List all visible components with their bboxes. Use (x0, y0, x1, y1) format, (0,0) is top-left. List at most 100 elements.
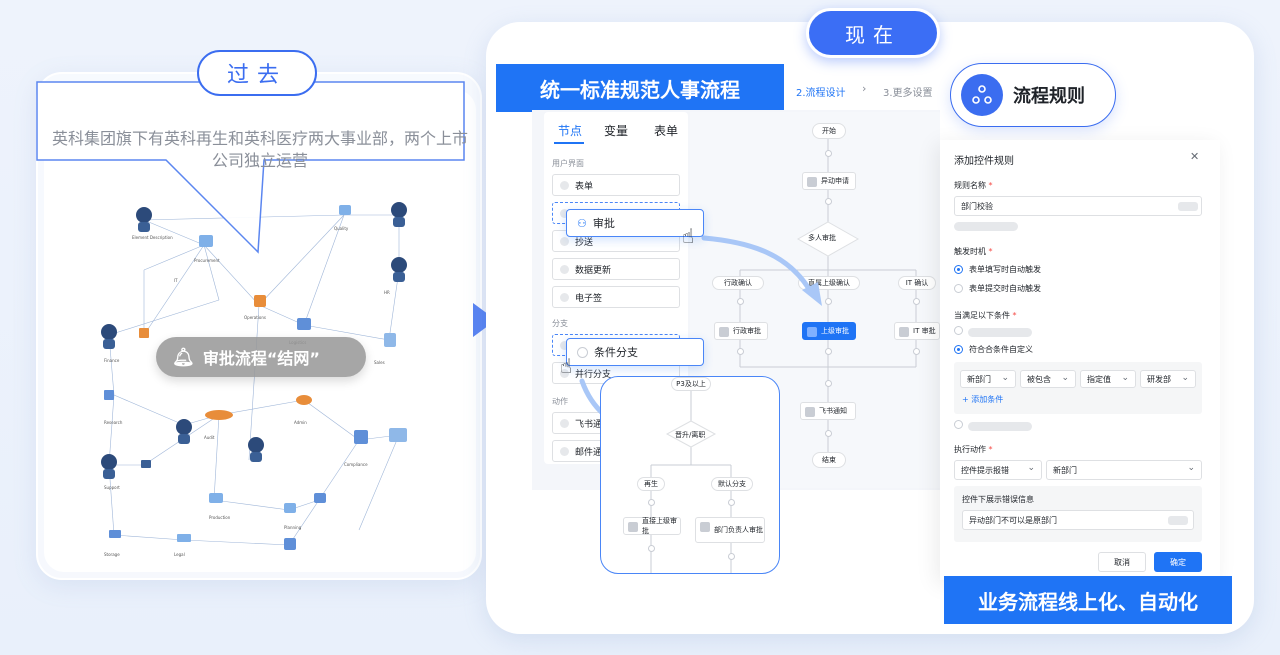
top-banner: 统一标准规范人事流程 (496, 64, 784, 112)
flow-apply[interactable]: 异动申请 (802, 172, 856, 190)
rule-dialog: 添加控件规则 ✕ 规则名称 * 部门校验 触发时机 * 表单填写时自动触发 表单… (940, 140, 1220, 580)
hand-cursor-icon: ☝︎ (560, 354, 573, 378)
dialog-title: 添加控件规则 (954, 156, 1014, 167)
zoom-connectors (650, 391, 732, 573)
flow-add-dot[interactable] (913, 348, 920, 355)
past-badge: 过去 (197, 50, 317, 96)
process-rule-pill: 流程规则 (950, 63, 1116, 127)
flow-start[interactable]: 开始 (812, 123, 846, 139)
next-arrow-icon (473, 303, 496, 337)
network-node-label: Operations (244, 315, 266, 320)
node-form[interactable]: 表单 (552, 174, 680, 196)
network-node-label: Research (104, 420, 123, 425)
callout-shape (36, 81, 465, 254)
action-label: 执行动作 * (954, 445, 993, 454)
network-node-label: Planning (284, 525, 302, 530)
network-node-label: Compliance (344, 462, 368, 467)
flow-end[interactable]: 结束 (812, 452, 846, 468)
drag-chip-condition[interactable]: 条件分支 (566, 338, 704, 366)
zoom-right-branch[interactable]: 默认分支 (711, 477, 753, 491)
placeholder-bar (968, 422, 1032, 431)
network-diagram (101, 202, 407, 550)
network-node-label: Legal (174, 552, 185, 557)
flow-add-dot[interactable] (825, 348, 832, 355)
tab-nodes[interactable]: 节点 (558, 124, 583, 138)
network-node-label: Procurement (194, 258, 220, 263)
flow-add-dot[interactable] (728, 499, 735, 506)
error-message-input[interactable]: 异动部门不可以是原部门 (962, 510, 1194, 530)
approval-network-pill: 🔔︎ 审批流程“结网” (156, 337, 366, 377)
network-node-label: HR (384, 290, 390, 295)
condition-value-type-select[interactable]: 指定值 (1080, 370, 1136, 388)
rule-name-input[interactable]: 部门校验 (954, 196, 1202, 216)
flow-feishu-notify[interactable]: 飞书通知 (800, 402, 856, 420)
approver-icon (719, 327, 729, 337)
node-esign[interactable]: 电子签 (552, 286, 680, 308)
flow-add-dot[interactable] (825, 150, 832, 157)
rule-name-label: 规则名称 * (954, 181, 993, 190)
bell-icon: 🔔︎ (172, 346, 195, 368)
network-node-label: IT (174, 278, 178, 283)
bottom-banner: 业务流程线上化、自动化 (944, 576, 1232, 624)
condition-option-custom[interactable]: 符合合条件自定义 (954, 344, 1033, 355)
network-node-label: Audit (204, 435, 215, 440)
add-condition-button[interactable]: + 添加条件 (962, 395, 1004, 404)
now-badge: 现在 (806, 8, 940, 58)
flow-add-dot[interactable] (737, 298, 744, 305)
process-rule-label: 流程规则 (1013, 86, 1085, 107)
trigger-option-fill[interactable]: 表单填写时自动触发 (954, 264, 1041, 275)
confirm-button[interactable]: 确定 (1154, 552, 1202, 572)
network-node-label: Storage (104, 552, 120, 557)
zoom-branch-detail: P3及以上 晋升/离职 再生 默认分支 直接上级审批 部门负责人审批 (600, 376, 780, 574)
cancel-button[interactable]: 取消 (1098, 552, 1146, 572)
node-data-update[interactable]: 数据更新 (552, 258, 680, 280)
flow-add-dot[interactable] (825, 298, 832, 305)
approver-icon (899, 327, 909, 337)
step-design[interactable]: 2.流程设计 (796, 88, 846, 99)
flow-admin-confirm[interactable]: 行政确认 (712, 276, 764, 290)
condition-operator-select[interactable]: 被包含 (1020, 370, 1076, 388)
zoom-right-approve[interactable]: 部门负责人审批 (695, 517, 765, 543)
trigger-option-submit[interactable]: 表单提交时自动触发 (954, 283, 1041, 294)
trigger-label: 触发时机 * (954, 247, 993, 256)
flow-multi-approve[interactable]: 多人审批 (808, 234, 836, 242)
tab-indicator (554, 142, 584, 144)
flow-add-dot[interactable] (648, 545, 655, 552)
action-target-select[interactable]: 新部门 (1046, 460, 1202, 480)
tab-variables[interactable]: 变量 (604, 124, 629, 138)
send-icon (805, 407, 815, 417)
condition-label: 当满足以下条件 * (954, 311, 1017, 320)
network-node-label: Quality (334, 226, 349, 231)
condition-option-other[interactable] (954, 420, 963, 429)
past-description: 英科集团旗下有英科再生和英科医疗两大事业部，两个上市公司独立运营 (51, 129, 468, 170)
step-more[interactable]: 3.更多设置 (883, 88, 933, 99)
condition-option-none[interactable] (954, 326, 963, 335)
flow-it-approve[interactable]: IT 审批 (894, 322, 940, 340)
condition-value-select[interactable]: 研发部 (1140, 370, 1196, 388)
section-ui: 用户界面 (552, 159, 584, 168)
zoom-top-node[interactable]: P3及以上 (671, 377, 711, 391)
hand-cursor-icon: ☝︎ (682, 224, 695, 248)
flow-add-dot[interactable] (728, 553, 735, 560)
condition-field-select[interactable]: 新部门 (960, 370, 1016, 388)
network-node-label: Production (209, 515, 231, 520)
tab-forms[interactable]: 表单 (654, 124, 679, 138)
zoom-left-approve[interactable]: 直接上级审批 (623, 517, 681, 535)
approval-network-label: 审批流程“结网” (202, 349, 320, 368)
flow-add-dot[interactable] (913, 298, 920, 305)
flow-add-dot[interactable] (648, 499, 655, 506)
network-node-label: Admin (294, 420, 307, 425)
flow-leader-approve[interactable]: 上级审批 (802, 322, 856, 340)
approver-icon (807, 327, 817, 337)
flow-add-dot[interactable] (825, 198, 832, 205)
flow-add-dot[interactable] (825, 380, 832, 387)
action-type-select[interactable]: 控件提示报错 (954, 460, 1042, 480)
flow-it-confirm[interactable]: IT 确认 (898, 276, 936, 290)
flow-add-dot[interactable] (825, 430, 832, 437)
zoom-left-branch[interactable]: 再生 (637, 477, 665, 491)
flow-add-dot[interactable] (737, 348, 744, 355)
drag-chip-approve[interactable]: ⚇ 审批 (566, 209, 704, 237)
flow-admin-approve[interactable]: 行政审批 (714, 322, 768, 340)
zoom-condition[interactable]: 晋升/离职 (675, 431, 706, 439)
close-icon[interactable]: ✕ (1190, 150, 1200, 163)
